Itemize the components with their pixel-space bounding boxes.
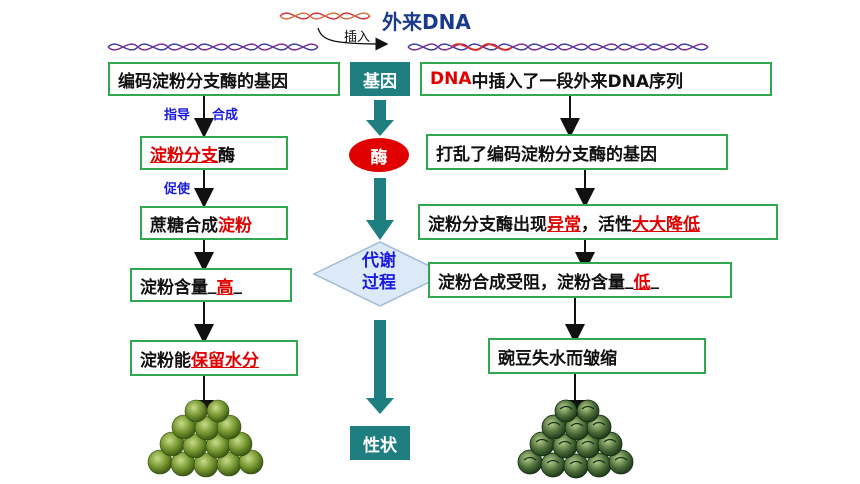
content-high-prefix: 淀粉含量 bbox=[140, 277, 208, 298]
enzyme-box: 淀粉分支酶 bbox=[140, 136, 288, 170]
content-high-highlight: 高 bbox=[216, 277, 234, 298]
blocked-blank-post: _ bbox=[650, 270, 660, 290]
content-high-box: 淀粉含量_高_ bbox=[130, 268, 292, 302]
guide-label: 指导 bbox=[164, 108, 191, 123]
abnormal-middle: ，活性 bbox=[581, 214, 632, 235]
synth-label: 合成 bbox=[212, 108, 239, 123]
gene-label: 基因 bbox=[363, 71, 397, 92]
dna-left-strand bbox=[107, 43, 319, 51]
wrinkled-box-text: 豌豆失水而皱缩 bbox=[498, 348, 617, 369]
disrupt-box-text: 打乱了编码淀粉分支酶的基因 bbox=[436, 144, 657, 165]
abnormal-prefix: 淀粉分支酶出现 bbox=[428, 214, 547, 235]
insert-label: 插入 bbox=[344, 30, 371, 45]
metabolism-label: 代谢 过程 bbox=[336, 250, 422, 294]
gene-box-text: 编码淀粉分支酶的基因 bbox=[118, 71, 288, 92]
abnormal-highlight1: 异常 bbox=[547, 214, 581, 235]
middle-arrows bbox=[366, 100, 394, 414]
water-retain-box: 淀粉能保留水分 bbox=[130, 340, 298, 376]
water-retain-prefix: 淀粉能 bbox=[140, 350, 191, 371]
enzyme-box-rest: 酶 bbox=[218, 145, 235, 166]
blocked-blank-pre: _ bbox=[625, 270, 634, 290]
sucrose-box: 蔗糖合成淀粉 bbox=[140, 206, 288, 240]
foreign-dna-title: 外来DNA bbox=[382, 10, 471, 34]
wrinkled-peas bbox=[517, 399, 634, 479]
sucrose-box-prefix: 蔗糖合成 bbox=[150, 215, 218, 236]
enzyme-ellipse: 酶 bbox=[349, 138, 409, 172]
insert-arrow bbox=[317, 27, 389, 51]
blocked-box: 淀粉合成受阻，淀粉含量_低_ bbox=[428, 262, 732, 298]
metabolism-line2: 过程 bbox=[362, 273, 396, 293]
trait-label-box: 性状 bbox=[350, 426, 410, 460]
gene-label-box: 基因 bbox=[350, 62, 410, 96]
metabolism-diamond bbox=[312, 241, 448, 307]
water-retain-highlight: 保留水分 bbox=[191, 350, 259, 371]
trait-label: 性状 bbox=[363, 435, 397, 456]
enzyme-label: 酶 bbox=[370, 147, 388, 168]
wrinkled-box: 豌豆失水而皱缩 bbox=[488, 338, 706, 374]
smooth-peas bbox=[147, 399, 264, 478]
blocked-prefix: 淀粉合成受阻，淀粉含量 bbox=[438, 272, 625, 293]
content-high-blank-pre: _ bbox=[208, 275, 217, 295]
insert-box-highlight: DNA bbox=[430, 69, 472, 89]
promote-label: 促使 bbox=[164, 182, 191, 197]
metabolism-line1: 代谢 bbox=[362, 251, 396, 271]
dna-right-strand bbox=[407, 43, 709, 51]
insert-box-rest: 中插入了一段外来DNA序列 bbox=[471, 71, 684, 92]
right-arrows bbox=[560, 96, 595, 420]
gene-box: 编码淀粉分支酶的基因 bbox=[108, 62, 340, 96]
disrupt-box: 打乱了编码淀粉分支酶的基因 bbox=[426, 134, 728, 170]
dna-top-strand bbox=[279, 12, 371, 20]
abnormal-highlight2: 大大降低 bbox=[632, 214, 700, 235]
abnormal-box: 淀粉分支酶出现异常，活性大大降低 bbox=[418, 204, 778, 240]
sucrose-box-highlight: 淀粉 bbox=[218, 215, 252, 236]
content-high-blank-post: _ bbox=[233, 275, 243, 295]
enzyme-box-highlight: 淀粉分支 bbox=[150, 145, 218, 166]
blocked-highlight: 低 bbox=[633, 272, 651, 293]
